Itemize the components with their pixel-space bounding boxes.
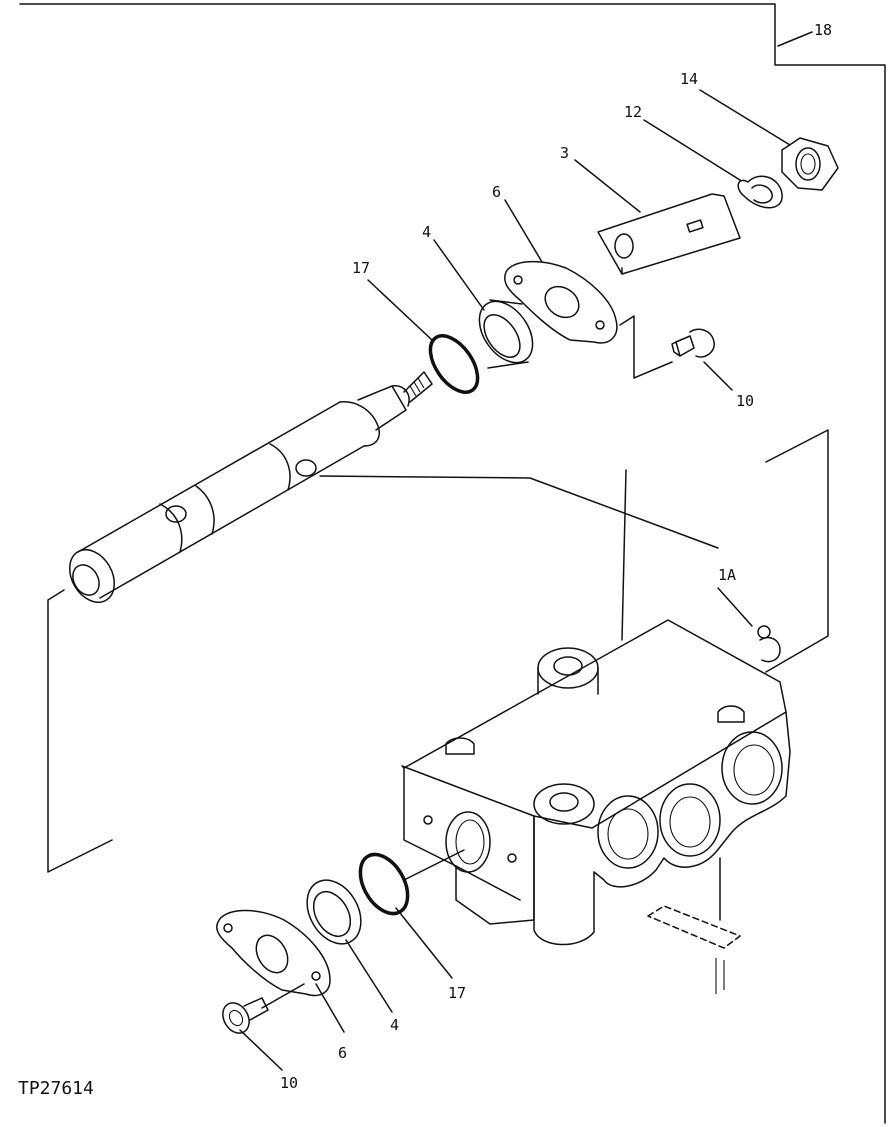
callout-6-bottom: 6 [338, 1044, 347, 1062]
callout-1a: 1A [718, 566, 736, 584]
callout-4-top: 4 [422, 223, 431, 241]
callout-12: 12 [624, 103, 642, 121]
part-lever [597, 193, 741, 275]
part-valve-housing [401, 619, 791, 946]
callout-17-bottom: 17 [448, 984, 466, 1002]
figure-id: TP27614 [18, 1078, 94, 1099]
callout-3: 3 [560, 144, 569, 162]
part-tag [647, 905, 741, 994]
part-flange-bottom [216, 909, 331, 997]
part-cap-screw-top [671, 328, 715, 358]
part-spool [68, 371, 433, 603]
part-flange-top [504, 260, 618, 344]
callout-10-bottom: 10 [280, 1074, 298, 1092]
part-nut [781, 137, 839, 191]
callout-17-top: 17 [352, 259, 370, 277]
part-bushing-top [478, 299, 534, 369]
callout-10-top: 10 [736, 392, 754, 410]
part-o-ring-top [428, 334, 480, 394]
part-retaining-ring [737, 175, 783, 209]
callout-labels: 18 14 12 3 6 4 17 10 1A 17 4 6 10 [280, 21, 832, 1092]
part-cap-screw-bottom [222, 997, 269, 1034]
part-bushing-bottom [306, 879, 362, 945]
callout-14: 14 [680, 70, 698, 88]
leader-lines [47, 31, 829, 1071]
part-o-ring-bottom [358, 852, 410, 916]
callout-6-top: 6 [492, 183, 501, 201]
callout-4-bottom: 4 [390, 1016, 399, 1034]
callout-18: 18 [814, 21, 832, 39]
assembly-frame [19, 3, 886, 1124]
